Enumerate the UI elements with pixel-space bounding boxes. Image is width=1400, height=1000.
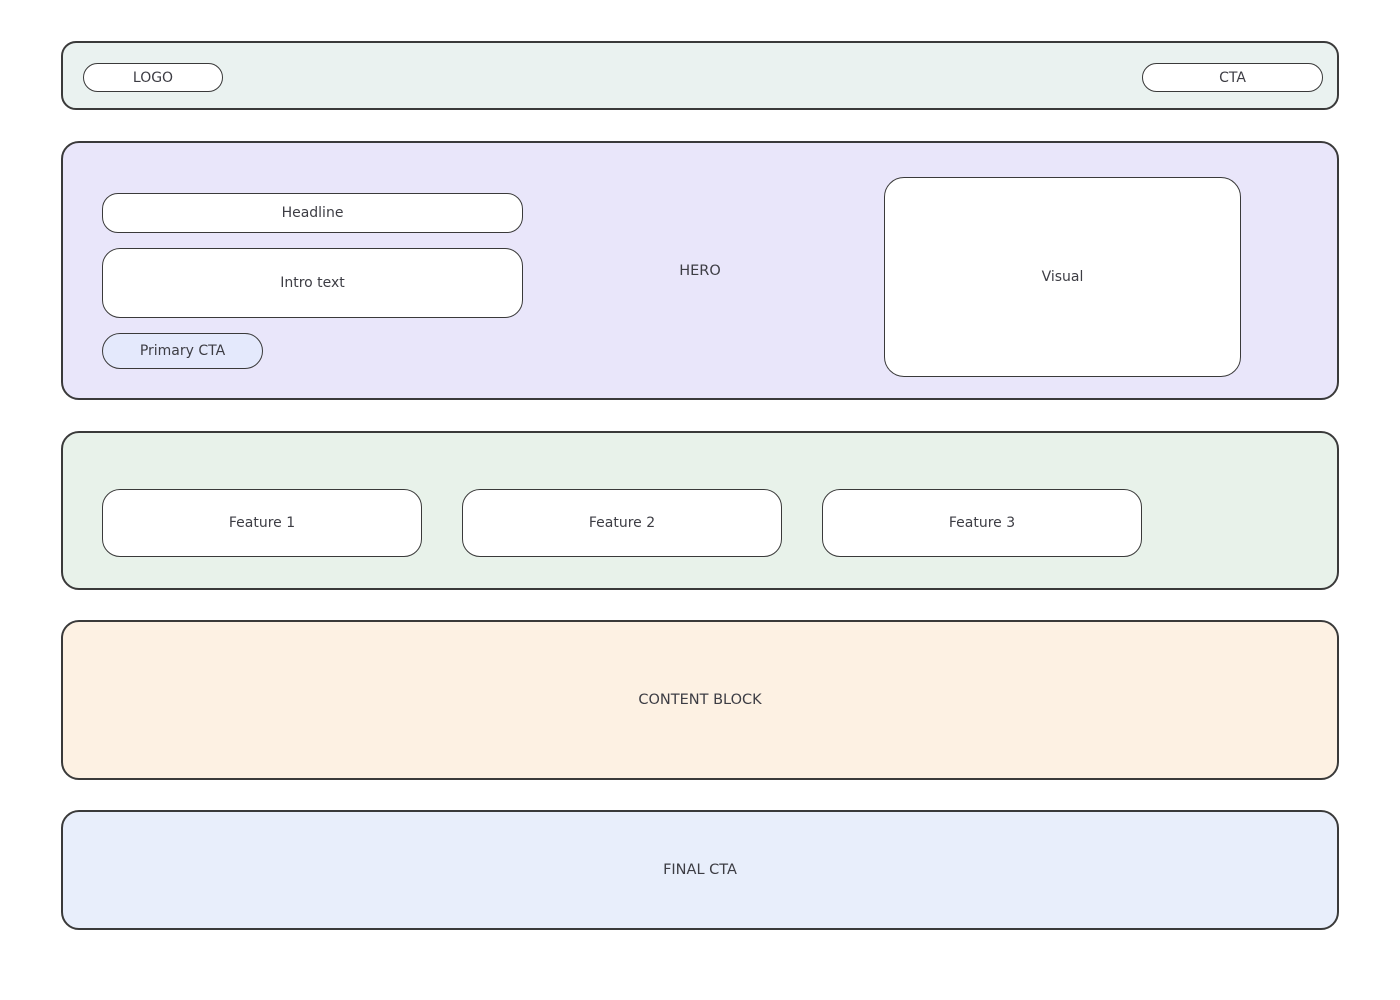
content-block-label: CONTENT BLOCK [638, 692, 762, 708]
logo-label: LOGO [132, 69, 174, 86]
visual-placeholder: Visual [884, 177, 1241, 377]
feature-card-1: Feature 1 [102, 489, 422, 557]
intro-text-label: Intro text [280, 275, 345, 291]
final-cta-section: FINAL CTA [61, 810, 1339, 930]
headline-label: Headline [281, 205, 344, 221]
logo-pill[interactable]: LOGO [83, 63, 223, 92]
hero-section: Headline Intro text Primary CTA HERO Vis… [61, 141, 1339, 400]
feature-2-label: Feature 2 [588, 515, 656, 531]
header-cta-button[interactable]: CTA [1142, 63, 1323, 92]
final-cta-label: FINAL CTA [663, 862, 737, 878]
content-block-section: CONTENT BLOCK [61, 620, 1339, 780]
header-cta-label: CTA [1219, 69, 1246, 86]
topbar-section: LOGO CTA [61, 41, 1339, 110]
primary-cta-button[interactable]: Primary CTA [102, 333, 263, 369]
headline-placeholder: Headline [102, 193, 523, 233]
feature-1-label: Feature 1 [228, 515, 296, 531]
primary-cta-label: Primary CTA [139, 343, 226, 359]
feature-card-2: Feature 2 [462, 489, 782, 557]
feature-3-label: Feature 3 [948, 515, 1016, 531]
features-section: Feature 1 Feature 2 Feature 3 [61, 431, 1339, 590]
intro-text-placeholder: Intro text [102, 248, 523, 318]
hero-section-label: HERO [679, 262, 721, 279]
visual-label: Visual [1041, 269, 1084, 285]
feature-card-3: Feature 3 [822, 489, 1142, 557]
